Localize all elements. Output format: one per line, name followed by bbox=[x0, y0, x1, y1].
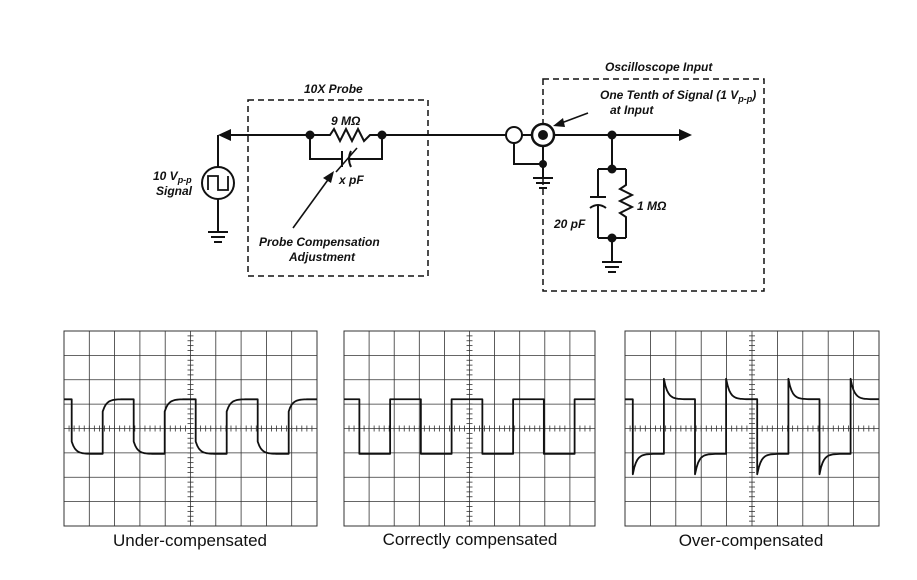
resistor-1m-label: 1 MΩ bbox=[637, 199, 667, 213]
probe-box bbox=[247, 99, 429, 277]
caption-under: Under-compensated bbox=[113, 531, 267, 550]
left-arrowhead-icon bbox=[218, 129, 231, 141]
variable-arrow-icon bbox=[335, 147, 358, 173]
waveform bbox=[344, 398, 595, 455]
waveform bbox=[625, 377, 879, 476]
adjust-label-1: Probe Compensation bbox=[259, 235, 380, 249]
source-label: 10 Vp-p bbox=[153, 169, 192, 185]
resistor-1m-icon bbox=[617, 169, 635, 238]
input-pointer-arrowhead-icon bbox=[553, 118, 565, 127]
capacitor-20p-label: 20 pF bbox=[553, 217, 586, 231]
cap-lead-right bbox=[350, 135, 383, 160]
caption-over: Over-compensated bbox=[679, 531, 824, 550]
resistor-9m-label: 9 MΩ bbox=[331, 114, 361, 128]
scope-panel-under bbox=[63, 330, 318, 527]
cap-lead-left bbox=[309, 135, 342, 160]
schematic: 10X Probe Oscilloscope Input 10 Vp-p Sig… bbox=[153, 60, 765, 292]
square-wave-glyph-icon bbox=[207, 175, 229, 191]
adjust-pointer-line bbox=[292, 176, 331, 229]
probe-box-title: 10X Probe bbox=[304, 82, 363, 96]
source-label-2: Signal bbox=[156, 184, 193, 198]
junction-dot bbox=[607, 164, 617, 174]
graticule bbox=[343, 330, 596, 527]
adjust-pointer-arrowhead-icon bbox=[323, 171, 334, 183]
resistor-9m-icon bbox=[310, 126, 382, 144]
variable-capacitor-curve-icon bbox=[348, 150, 352, 168]
scope-panel-correct bbox=[343, 330, 596, 527]
cap-x-label: x pF bbox=[338, 173, 364, 187]
caption-correct: Correctly compensated bbox=[383, 530, 558, 549]
input-label-2: at Input bbox=[610, 103, 654, 117]
graticule bbox=[63, 330, 318, 527]
right-arrowhead-icon bbox=[679, 129, 692, 141]
adjust-label-2: Adjustment bbox=[288, 250, 356, 264]
scope-panel-over bbox=[624, 330, 880, 527]
scope-box-title: Oscilloscope Input bbox=[605, 60, 713, 74]
scope-ground-icon bbox=[602, 261, 622, 273]
bnc-connector-icon bbox=[505, 122, 556, 189]
waveform bbox=[64, 398, 317, 455]
input-label: One Tenth of Signal (1 Vp-p) bbox=[600, 88, 756, 104]
scope-box bbox=[542, 78, 765, 292]
source-ground-icon bbox=[208, 231, 228, 243]
